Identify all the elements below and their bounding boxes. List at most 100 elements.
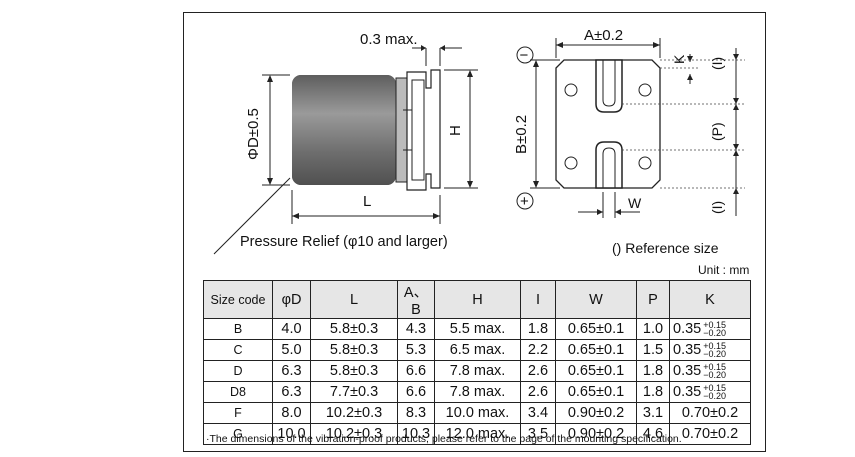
- mounting-pad-view: [555, 59, 661, 189]
- cell-code: C: [203, 339, 273, 361]
- k-tolerance-minus: −0.20: [703, 328, 727, 338]
- cell-d: 6.3: [272, 381, 311, 403]
- cell-k: 0.35+0.15−0.20: [669, 318, 751, 340]
- cell-d: 4.0: [272, 318, 311, 340]
- cell-d: 10.0: [272, 423, 311, 445]
- header-p: P: [636, 280, 670, 319]
- cell-code: D: [203, 360, 273, 382]
- cell-ab: 6.6: [397, 381, 435, 403]
- table-header-row: Size code φD L A、B H I W P K: [203, 280, 751, 319]
- cell-k: 0.70±0.2: [669, 402, 751, 424]
- header-i: I: [520, 280, 556, 319]
- cell-l: 5.8±0.3: [310, 339, 398, 361]
- k-tolerance-minus: −0.20: [703, 349, 727, 359]
- k-label: K: [671, 54, 687, 64]
- k-value: 0.35: [673, 342, 702, 358]
- header-size-code: Size code: [203, 280, 273, 319]
- k-value: 0.35: [673, 321, 702, 337]
- cell-h: 7.8 max.: [434, 381, 521, 403]
- k-tolerance-plus: +0.15: [703, 341, 727, 351]
- cell-p: 1.8: [636, 381, 670, 403]
- cell-i: 2.6: [520, 360, 556, 382]
- cell-d: 6.3: [272, 360, 311, 382]
- footnote: ·The dimensions of the vibration-proof p…: [206, 433, 682, 445]
- k-value: 0.35: [673, 384, 702, 400]
- cell-ab: 6.6: [397, 360, 435, 382]
- unit-label: Unit : mm: [698, 263, 750, 277]
- header-ab: A、B: [397, 280, 435, 319]
- cell-h: 10.0 max.: [434, 402, 521, 424]
- k-tolerance-plus: +0.15: [703, 320, 727, 330]
- k-tolerance-minus: −0.20: [703, 391, 727, 401]
- k-tolerance-plus: +0.15: [703, 383, 727, 393]
- cell-k: 0.35+0.15−0.20: [669, 339, 751, 361]
- cell-p: 1.0: [636, 318, 670, 340]
- i-label-bottom: (I): [709, 201, 725, 214]
- cell-ab: 8.3: [397, 402, 435, 424]
- cell-l: 5.8±0.3: [310, 360, 398, 382]
- minus-polarity-icon: −: [520, 47, 529, 64]
- capacitor-side-view: [292, 69, 441, 191]
- cell-l: 10.2±0.3: [310, 423, 398, 445]
- i-label-top: (I): [709, 57, 725, 70]
- document-frame: [183, 12, 766, 452]
- header-k: K: [669, 280, 751, 319]
- cell-k: 0.70±0.2: [669, 423, 751, 445]
- header-length: L: [310, 280, 398, 319]
- cell-w: 0.90±0.2: [555, 423, 637, 445]
- cell-h: 6.5 max.: [434, 339, 521, 361]
- length-label: L: [363, 193, 371, 210]
- reference-size-note: () Reference size: [612, 240, 719, 256]
- a-label: A±0.2: [584, 27, 623, 44]
- cell-w: 0.65±0.1: [555, 318, 637, 340]
- cell-p: 3.1: [636, 402, 670, 424]
- cell-w: 0.65±0.1: [555, 381, 637, 403]
- cell-ab: 4.3: [397, 318, 435, 340]
- cell-i: 1.8: [520, 318, 556, 340]
- cell-k: 0.35+0.15−0.20: [669, 360, 751, 382]
- header-diameter: φD: [272, 280, 311, 319]
- cell-ab: 5.3: [397, 339, 435, 361]
- cell-h: 5.5 max.: [434, 318, 521, 340]
- cell-ab: 10.3: [397, 423, 435, 445]
- cell-w: 0.65±0.1: [555, 339, 637, 361]
- cell-i: 3.5: [520, 423, 556, 445]
- cell-code: B: [203, 318, 273, 340]
- diameter-label: ΦD±0.5: [245, 108, 262, 160]
- cell-l: 5.8±0.3: [310, 318, 398, 340]
- cell-p: 1.5: [636, 339, 670, 361]
- k-tolerance-minus: −0.20: [703, 370, 727, 380]
- cell-i: 2.2: [520, 339, 556, 361]
- cell-p: 1.8: [636, 360, 670, 382]
- cell-code: D8: [203, 381, 273, 403]
- cell-l: 7.7±0.3: [310, 381, 398, 403]
- header-w: W: [555, 280, 637, 319]
- max-label: 0.3 max.: [360, 31, 418, 48]
- cell-d: 5.0: [272, 339, 311, 361]
- k-tolerance-plus: +0.15: [703, 362, 727, 372]
- cell-code: F: [203, 402, 273, 424]
- cell-w: 0.65±0.1: [555, 360, 637, 382]
- pressure-relief-label: Pressure Relief (φ10 and larger): [240, 234, 448, 250]
- dimension-drawing: 0.3 max. ΦD±0.5 L H Pressure Relief (φ10…: [213, 27, 745, 256]
- b-label: B±0.2: [513, 115, 530, 154]
- cell-i: 2.6: [520, 381, 556, 403]
- cell-h: 12.0 max.: [434, 423, 521, 445]
- cell-k: 0.35+0.15−0.20: [669, 381, 751, 403]
- cell-d: 8.0: [272, 402, 311, 424]
- k-value: 0.35: [673, 363, 702, 379]
- w-label: W: [628, 195, 642, 211]
- p-label: (P): [709, 122, 725, 141]
- plus-polarity-icon: +: [520, 193, 529, 210]
- header-height: H: [434, 280, 521, 319]
- cell-i: 3.4: [520, 402, 556, 424]
- cell-l: 10.2±0.3: [310, 402, 398, 424]
- cell-h: 7.8 max.: [434, 360, 521, 382]
